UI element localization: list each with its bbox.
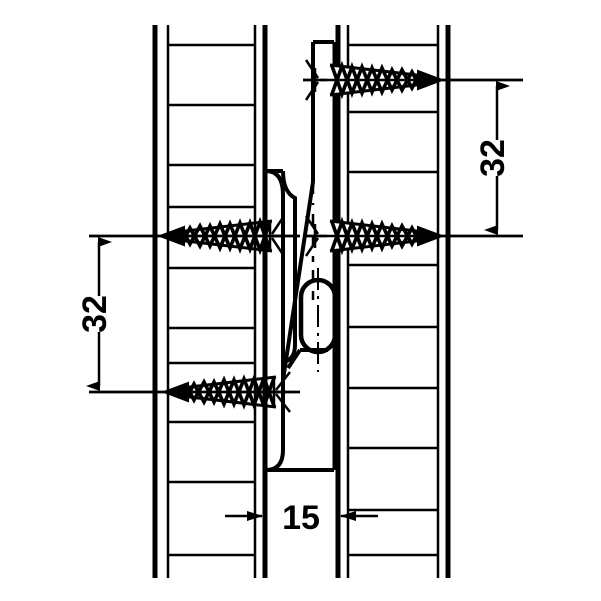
right-board	[335, 25, 451, 578]
left-board	[152, 25, 268, 578]
dimension-15-bottom: 15	[225, 499, 378, 537]
plate-bottom-left-radius	[265, 449, 285, 472]
dimension-32-right: 32	[330, 78, 523, 238]
cam-body-edge	[281, 170, 297, 364]
dim-32-left-label: 32	[76, 295, 114, 333]
cam-left-radius	[265, 169, 285, 380]
left-board-hatching	[168, 43, 255, 557]
plate-taper-edge	[281, 181, 315, 381]
right-board-hatching	[348, 43, 438, 557]
pocket-chamfer	[286, 348, 302, 370]
dim-32-right-label: 32	[474, 139, 512, 177]
dim-15-label: 15	[282, 499, 320, 537]
hinge-mounting-plate	[265, 40, 338, 472]
dimension-32-left: 32	[76, 234, 300, 394]
